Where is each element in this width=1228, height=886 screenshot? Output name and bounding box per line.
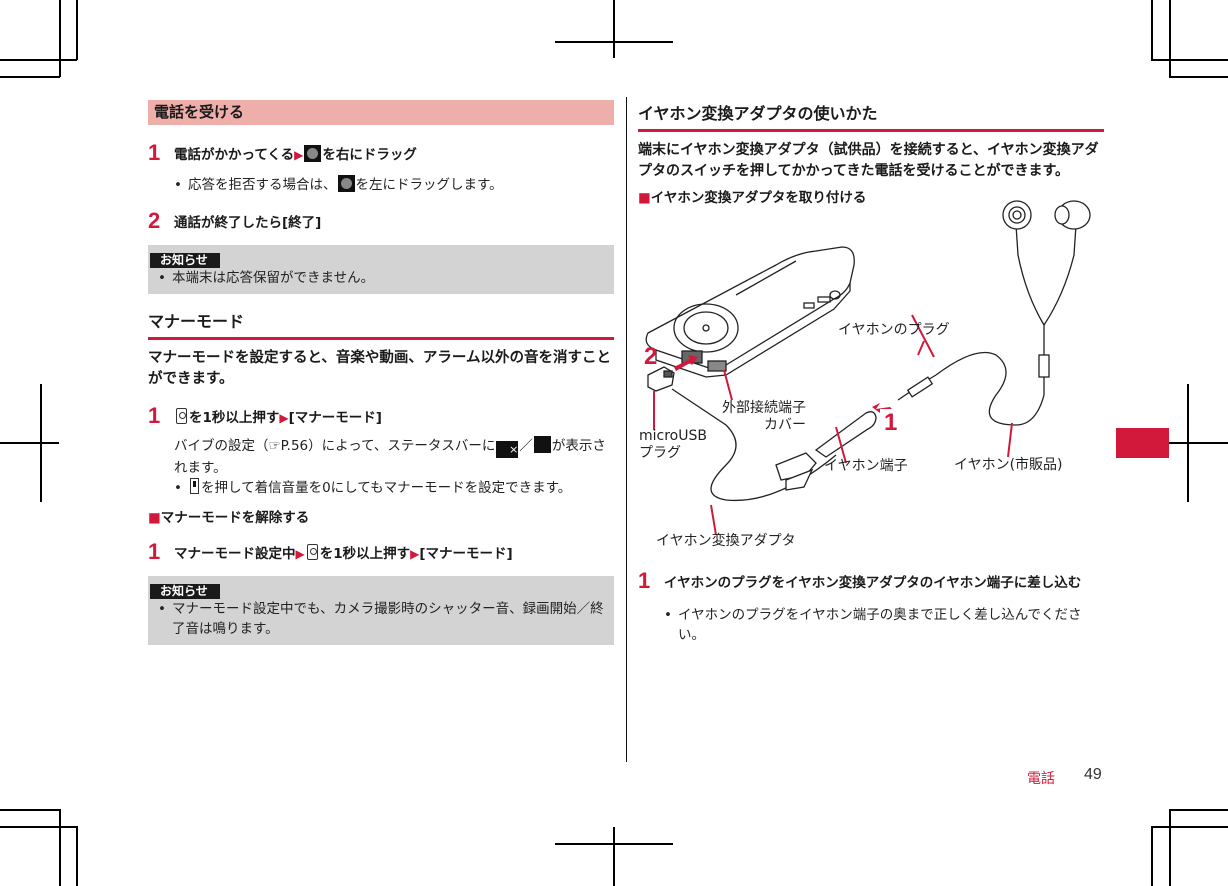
adapter-illustration xyxy=(645,200,1091,536)
subhead-attach: ■イヤホン変換アダプタを取り付ける xyxy=(638,190,867,206)
step-1-answer: 1 電話がかかってくる▶を右にドラッグ xyxy=(148,140,417,165)
section-title-adapter: イヤホン変換アダプタの使いかた xyxy=(638,100,1104,132)
right-column: イヤホン変換アダプタの使いかた 端末にイヤホン変換アダプタ（試供品）を接続すると… xyxy=(638,100,1104,208)
step-1-manner: 1 を1秒以上押す▶[マナーモード] xyxy=(148,403,382,428)
label-connector-cover-1: 外部接続端子 xyxy=(722,400,806,416)
bullet-volume: を押して着信音量を0にしてもマナーモードを設定できます。 xyxy=(148,478,614,498)
column-divider xyxy=(626,97,627,762)
silent-status-icon: × xyxy=(496,441,519,458)
page-reference-link[interactable]: P.56 xyxy=(280,438,309,454)
page-number: 49 xyxy=(1084,766,1102,783)
chapter-tab xyxy=(1116,428,1169,458)
label-microusb-1: microUSB xyxy=(639,428,707,444)
bullet-reject: 応答を拒否する場合は、を左にドラッグします。 xyxy=(148,175,614,195)
manner-lead: マナーモードを設定すると、音楽や動画、アラーム以外の音を消すことができます。 xyxy=(148,350,611,387)
section-title-manner: マナーモード xyxy=(148,308,614,340)
arrow-icon: ▶ xyxy=(279,411,289,425)
notice-box-answer: お知らせ 本端末は応答保留ができません。 xyxy=(148,245,614,294)
label-earphone-retail: イヤホン(市販品) xyxy=(954,457,1063,473)
power-key-icon xyxy=(176,408,187,424)
manner-body: バイブの設定（☞P.56）によって、ステータスバーに×／が表示されます。 xyxy=(174,436,606,476)
section-title-answer: 電話を受ける xyxy=(148,100,614,125)
arrow-icon: ▶ xyxy=(294,148,304,162)
footer-section-name: 電話 xyxy=(1027,771,1055,787)
power-key-icon xyxy=(306,544,318,560)
vibrate-status-icon xyxy=(533,436,551,453)
bullet-insert-fully: イヤホンのプラグをイヤホン端子の奥まで正しく差し込んでください。 xyxy=(638,605,1104,645)
answer-call-icon xyxy=(304,145,322,162)
arrow-icon: ▶ xyxy=(295,547,305,561)
label-adapter: イヤホン変換アダプタ xyxy=(656,533,796,549)
left-column: 電話を受ける 1 電話がかかってくる▶を右にドラッグ 応答を拒否する場合は、を左… xyxy=(148,100,614,645)
adapter-lead: 端末にイヤホン変換アダプタ（試供品）を接続すると、イヤホン変換アダプタのスイッチ… xyxy=(638,142,1099,179)
subhead-release: ■マナーモードを解除する xyxy=(148,510,310,526)
arrow-icon: ▶ xyxy=(410,547,420,561)
notice-tag: お知らせ xyxy=(150,253,220,268)
label-microusb-2: プラグ xyxy=(639,445,681,461)
square-bullet-icon: ■ xyxy=(638,190,651,206)
step-marker-1: 1 xyxy=(884,409,898,436)
step-marker-2: 2 xyxy=(644,343,658,370)
volume-key-icon xyxy=(190,478,199,494)
step-1-release: 1 マナーモード設定中▶を1秒以上押す▶[マナーモード] xyxy=(148,539,513,564)
square-bullet-icon: ■ xyxy=(148,510,161,526)
adapter-diagram: 2 1 イヤホンのプラグ 外部接続端子 カバー microUSB プラグ イヤホ… xyxy=(636,195,1106,560)
right-step-block: 1 イヤホンのプラグをイヤホン変換アダプタのイヤホン端子に差し込む イヤホンのプ… xyxy=(638,568,1104,645)
reference-icon: ☞ xyxy=(268,438,281,454)
notice-box-manner: お知らせ マナーモード設定中でも、カメラ撮影時のシャッター音、録画開始／終了音は… xyxy=(148,576,614,645)
reject-call-icon xyxy=(337,175,355,192)
notice-tag: お知らせ xyxy=(150,584,220,599)
step-1-insert-plug: 1 イヤホンのプラグをイヤホン変換アダプタのイヤホン端子に差し込む xyxy=(638,568,1082,593)
label-connector-cover-2: カバー xyxy=(764,417,806,433)
label-earphone-plug: イヤホンのプラグ xyxy=(838,322,950,338)
step-2-end-call: 2 通話が終了したら[終了] xyxy=(148,208,322,233)
label-earphone-jack: イヤホン端子 xyxy=(824,458,908,474)
